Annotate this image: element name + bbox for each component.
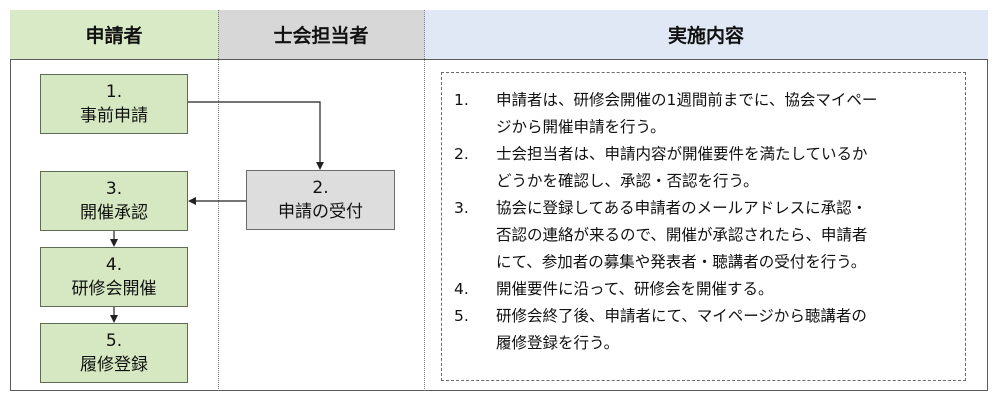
arrow-step1-to-step2 — [188, 101, 324, 170]
step-2-box: 2. 申請の受付 — [246, 170, 395, 230]
procedure-notes: 1. 申請者は、研修会開催の1週間前までに、協会マイペー ジから開催申請を行う。… — [441, 72, 966, 381]
step-1-number: 1. — [105, 82, 123, 102]
step-2-label: 申請の受付 — [278, 202, 363, 222]
note-4-number: 4. — [454, 280, 469, 298]
note-1-line-1: 申請者は、研修会開催の1週間前までに、協会マイペー — [496, 91, 878, 109]
note-1-number: 1. — [454, 91, 469, 109]
step-5-number: 5. — [105, 331, 123, 351]
step-3-number: 3. — [105, 179, 123, 199]
step-5-box: 5. 履修登録 — [40, 323, 188, 383]
step-4-number: 4. — [105, 255, 123, 275]
note-2-line-1: 士会担当者は、申請内容が開催要件を満たしているか — [496, 145, 868, 163]
note-5-line-2: 履修登録を行う。 — [496, 334, 620, 352]
note-4-line-1: 開催要件に沿って、研修会を開催する。 — [496, 280, 774, 298]
note-3-line-1: 協会に登録してある申請者のメールアドレスに承認・ — [496, 199, 868, 217]
note-5-number: 5. — [454, 307, 469, 325]
step-4-box: 4. 研修会開催 — [40, 247, 188, 307]
note-item-4: 4. 開催要件に沿って、研修会を開催する。 — [454, 276, 955, 303]
note-5-line-1: 研修会終了後、申請者にて、マイページから聴講者の — [496, 307, 867, 325]
column-divider-2 — [424, 10, 425, 391]
step-3-label: 開催承認 — [80, 203, 148, 223]
column-header-content: 実施内容 — [424, 10, 988, 60]
note-item-1: 1. 申請者は、研修会開催の1週間前までに、協会マイペー ジから開催申請を行う。 — [454, 87, 955, 141]
column-header-officer: 士会担当者 — [218, 10, 424, 60]
column-header-applicant: 申請者 — [10, 10, 218, 60]
note-3-line-3: にて、参加者の募集や発表者・聴講者の受付を行う。 — [496, 253, 867, 271]
note-3-number: 3. — [454, 199, 469, 217]
note-item-5: 5. 研修会終了後、申請者にて、マイページから聴講者の 履修登録を行う。 — [454, 303, 955, 357]
note-1-line-2: ジから開催申請を行う。 — [496, 118, 666, 136]
note-2-number: 2. — [454, 145, 469, 163]
step-5-label: 履修登録 — [80, 355, 148, 375]
step-1-box: 1. 事前申請 — [40, 74, 188, 134]
note-2-line-2: どうかを確認し、承認・否認を行う。 — [496, 172, 759, 190]
step-4-label: 研修会開催 — [71, 279, 157, 299]
step-3-box: 3. 開催承認 — [40, 171, 188, 231]
step-2-number: 2. — [312, 178, 329, 198]
step-1-label: 事前申請 — [80, 106, 148, 126]
note-item-2: 2. 士会担当者は、申請内容が開催要件を満たしているか どうかを確認し、承認・否… — [454, 141, 955, 195]
note-3-line-2: 否認の連絡が来るので、開催が承認されたら、申請者 — [496, 226, 868, 244]
note-item-3: 3. 協会に登録してある申請者のメールアドレスに承認・ 否認の連絡が来るので、開… — [454, 195, 955, 276]
